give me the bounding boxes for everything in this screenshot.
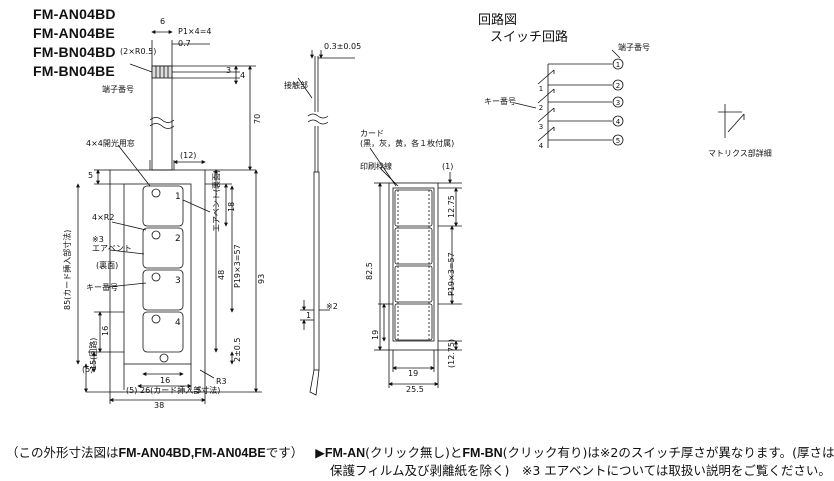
terminal-number: 4 — [616, 118, 621, 126]
terminal-number: 2 — [616, 82, 620, 90]
dim-label: 18 — [227, 201, 236, 212]
terminal-number: 3 — [616, 99, 620, 107]
circuit-key-number: 2 — [539, 104, 543, 112]
dim-label: 19 — [408, 369, 419, 378]
model-name: FM-AN04BE — [33, 25, 115, 41]
dim-label: P19×3=57 — [447, 252, 456, 296]
switch-circuit-title: スイッチ回路 — [490, 30, 569, 45]
dim-label: 16 — [101, 325, 110, 336]
card-insert-label: 85(カード挿入部寸法) — [63, 229, 72, 310]
dim-label: 1 — [306, 311, 312, 320]
dim-label: 12.75 — [447, 195, 456, 218]
circuit-key-number: 1 — [539, 85, 543, 93]
key-window — [142, 227, 184, 269]
caption-line-1: （この外形寸法図はFM-AN04BD,FM-AN04BEです） ▶FM-AN(ク… — [6, 445, 834, 460]
terminal-number: 5 — [616, 137, 620, 145]
dim-label: (12.75) — [447, 338, 456, 368]
key-no-label: キー番号 — [86, 283, 118, 292]
dim-label: 4 — [240, 71, 246, 80]
dim-label: 0.3±0.05 — [324, 42, 362, 51]
model-name: FM-BN04BD — [33, 44, 116, 60]
dim-label: 0.7 — [178, 39, 191, 48]
dim-label: 82.5 — [365, 262, 374, 280]
key-window — [142, 269, 184, 311]
dim-label: 5 — [88, 171, 94, 180]
dim-label: 70 — [253, 113, 262, 124]
circuit-key-number: 4 — [539, 142, 544, 150]
key-number: 2 — [175, 234, 181, 244]
dim-label: P19×3=57 — [233, 244, 242, 288]
print-frame-label: 印刷枠線 — [360, 162, 392, 171]
corner-label: 4×R2 — [92, 213, 115, 222]
key-window — [142, 311, 184, 353]
dim-label: (2×R0.5) — [120, 47, 157, 56]
air-vent-back: (裏面) — [96, 261, 119, 270]
dim-label: 38 — [154, 401, 165, 410]
dim-label: 93 — [257, 273, 266, 284]
matrix-detail-label: マトリクス部詳細 — [708, 149, 772, 158]
model-name: FM-BN04BE — [33, 63, 115, 79]
air-vent-note: ※3 — [92, 235, 104, 244]
dim-label: P1×4=4 — [178, 27, 212, 36]
circuit-key-number: 3 — [539, 123, 543, 131]
dim-label: 5 — [196, 386, 202, 395]
dim-label: 19 — [371, 329, 380, 340]
air-vent-label: エアベント — [92, 244, 132, 253]
terminal-no-label: 端子番号 — [618, 43, 650, 52]
dim-label: 2±0.5 — [233, 337, 242, 362]
key-number: 4 — [175, 318, 181, 328]
terminal-number: 1 — [616, 61, 620, 69]
key-number: 1 — [175, 192, 181, 202]
connector-terminal — [151, 65, 173, 79]
key-number: 3 — [175, 276, 181, 286]
switch-body — [109, 169, 206, 393]
tape-label: 接触部 — [284, 81, 308, 90]
card-outline — [388, 182, 439, 351]
key-window — [142, 185, 184, 227]
dimension-drawing: 1 2 3 4 5 1 2 3 4 1 2 3 4 — [76, 30, 745, 404]
dim-label: (5) — [126, 386, 138, 395]
dim-label: 6 — [160, 17, 166, 26]
caption-line-2: 保護フィルム及び剥離紙を除く) ※3 エアベントについては取扱い説明をご覧くださ… — [330, 463, 831, 478]
dim-label: 25.5 — [406, 385, 424, 394]
dim-label: (1) — [442, 162, 454, 171]
circuit-diagram-title: 回路図 — [478, 13, 518, 28]
model-name: FM-AN04BD — [33, 6, 116, 22]
air-vent-right-label: エアベント(裏面) — [212, 169, 221, 232]
dim-label: ※2 — [326, 302, 338, 311]
card-colors-label: (黒，灰，黄，各１枚付属) — [360, 139, 455, 148]
card-insert-bottom-label: 26(カード挿入部寸法) — [140, 386, 221, 395]
r3-label: R3 — [216, 377, 227, 386]
dim-label: 16 — [160, 376, 171, 385]
dim-label: 48 — [217, 269, 226, 280]
terminal-no-label: 端子番号 — [102, 85, 134, 94]
dim-label: (12) — [180, 151, 197, 160]
window-label: 4×4開光用窓 — [86, 139, 135, 148]
tail-strip — [151, 65, 173, 171]
key-no-label: キー番号 — [484, 97, 516, 106]
dim-label: (5) — [82, 365, 94, 374]
dim-label: 3 — [226, 66, 232, 75]
card-label: カード — [360, 129, 384, 138]
